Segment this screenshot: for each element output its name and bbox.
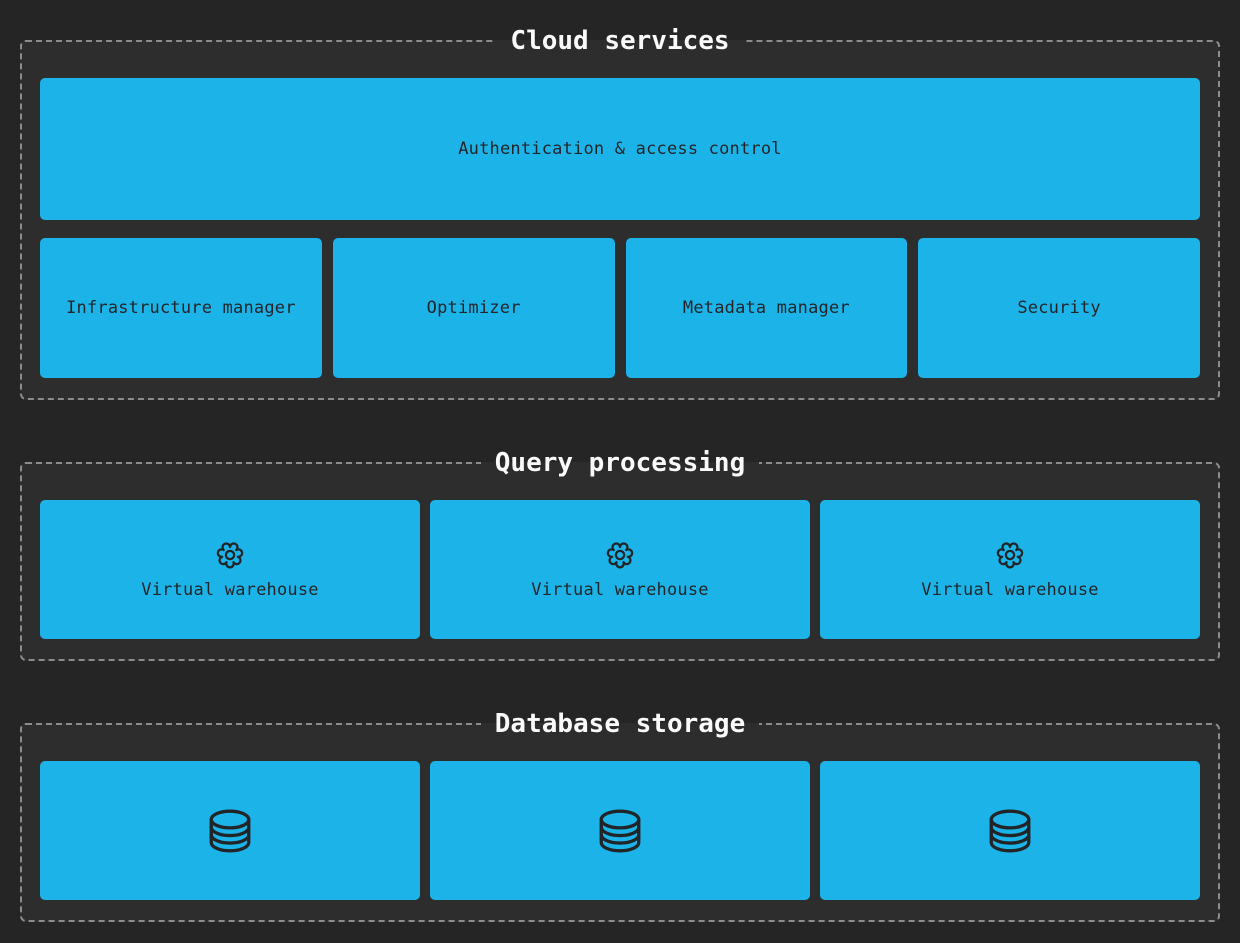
node-security: Security [918,238,1200,378]
section-query-processing: Query processing Virtual warehouse [20,448,1220,661]
section-title-database-storage: Database storage [494,709,746,739]
database-icon [205,805,255,857]
node-label: Virtual warehouse [921,580,1099,600]
node-label: Authentication & access control [458,139,782,159]
gear-icon [214,539,246,571]
node-infrastructure-manager: Infrastructure manager [40,238,322,378]
node-database [820,761,1200,900]
gear-icon [994,539,1026,571]
architecture-diagram: Cloud services Authentication & access c… [20,26,1220,923]
database-storage-row [40,761,1200,900]
node-virtual-warehouse: Virtual warehouse [40,500,420,639]
node-virtual-warehouse: Virtual warehouse [820,500,1200,639]
node-label: Metadata manager [682,298,850,318]
section-title-cloud-services: Cloud services [510,26,730,56]
gear-icon [604,539,636,571]
cloud-services-row: Infrastructure manager Optimizer Metadat… [40,238,1200,378]
node-database [430,761,810,900]
node-database [40,761,420,900]
node-authentication-access-control: Authentication & access control [40,78,1200,220]
node-label: Virtual warehouse [141,580,319,600]
query-processing-row: Virtual warehouse Virtual warehouse [40,500,1200,639]
node-label: Optimizer [426,298,521,318]
section-database-storage: Database storage [20,709,1220,922]
section-cloud-services: Cloud services Authentication & access c… [20,26,1220,400]
node-label: Virtual warehouse [531,580,709,600]
node-virtual-warehouse: Virtual warehouse [430,500,810,639]
node-metadata-manager: Metadata manager [625,238,908,378]
database-icon [985,805,1035,857]
node-label: Infrastructure manager [66,298,296,318]
database-icon [595,805,645,857]
node-label: Security [1017,298,1101,318]
node-optimizer: Optimizer [332,238,615,378]
section-title-query-processing: Query processing [494,448,746,478]
